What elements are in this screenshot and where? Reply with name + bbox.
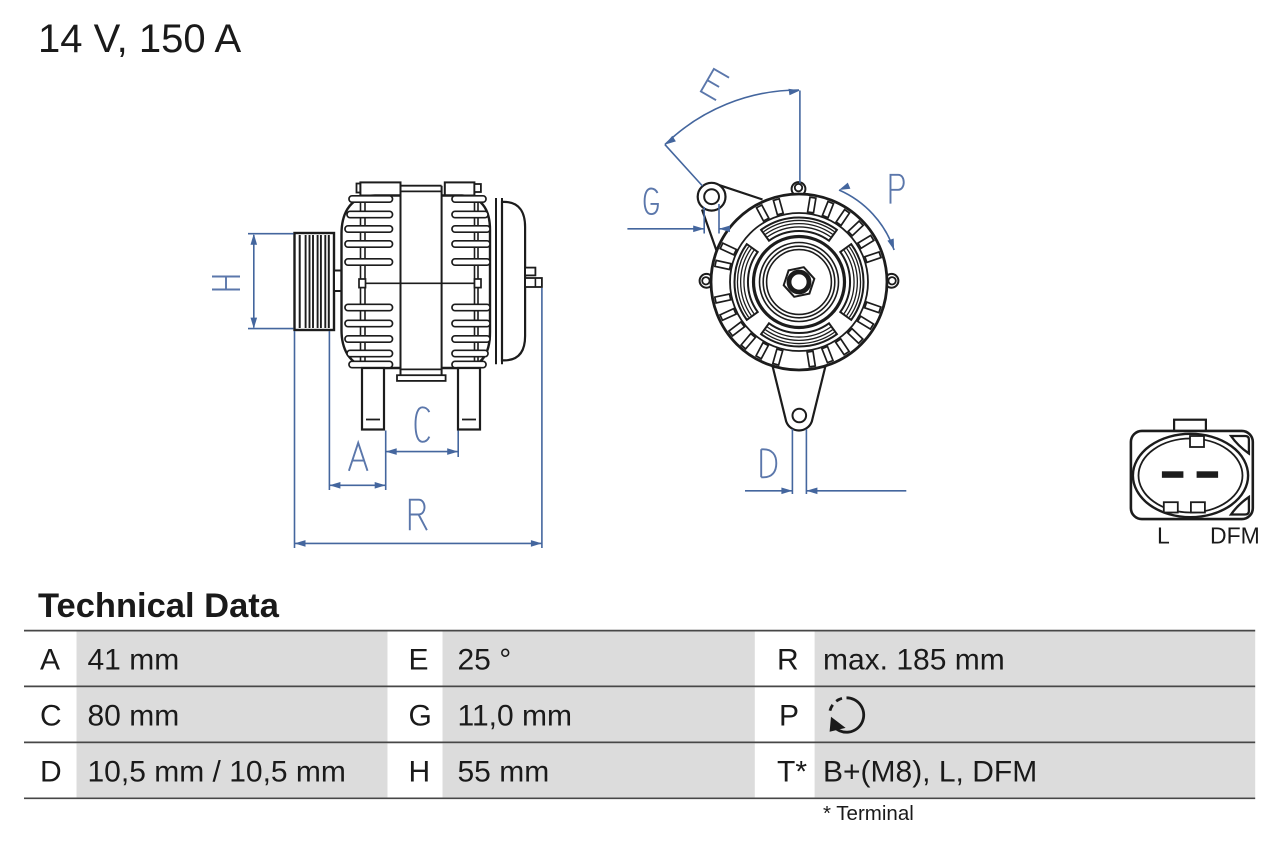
svg-text:A: A: [40, 644, 60, 677]
svg-text:max. 185 mm: max. 185 mm: [823, 644, 1005, 677]
svg-text:H: H: [409, 755, 431, 788]
svg-text:G: G: [409, 699, 432, 732]
svg-text:10,5 mm / 10,5 mm: 10,5 mm / 10,5 mm: [88, 755, 346, 788]
svg-text:* Terminal: * Terminal: [823, 802, 914, 825]
svg-text:DFM: DFM: [1210, 523, 1260, 549]
svg-text:25 °: 25 °: [458, 644, 512, 677]
svg-text:Technical Data: Technical Data: [38, 587, 280, 625]
svg-text:T*: T*: [777, 755, 807, 788]
svg-text:14 V, 150 A: 14 V, 150 A: [38, 17, 241, 61]
svg-text:41 mm: 41 mm: [88, 644, 180, 677]
svg-text:B+(M8), L, DFM: B+(M8), L, DFM: [823, 755, 1037, 788]
svg-text:E: E: [409, 644, 429, 677]
svg-text:R: R: [777, 644, 799, 677]
svg-text:11,0 mm: 11,0 mm: [458, 699, 572, 732]
svg-text:80 mm: 80 mm: [88, 699, 180, 732]
svg-text:C: C: [40, 699, 62, 732]
svg-text:L: L: [1157, 523, 1170, 549]
svg-text:D: D: [40, 755, 62, 788]
svg-text:55 mm: 55 mm: [458, 755, 550, 788]
svg-text:P: P: [779, 699, 799, 732]
